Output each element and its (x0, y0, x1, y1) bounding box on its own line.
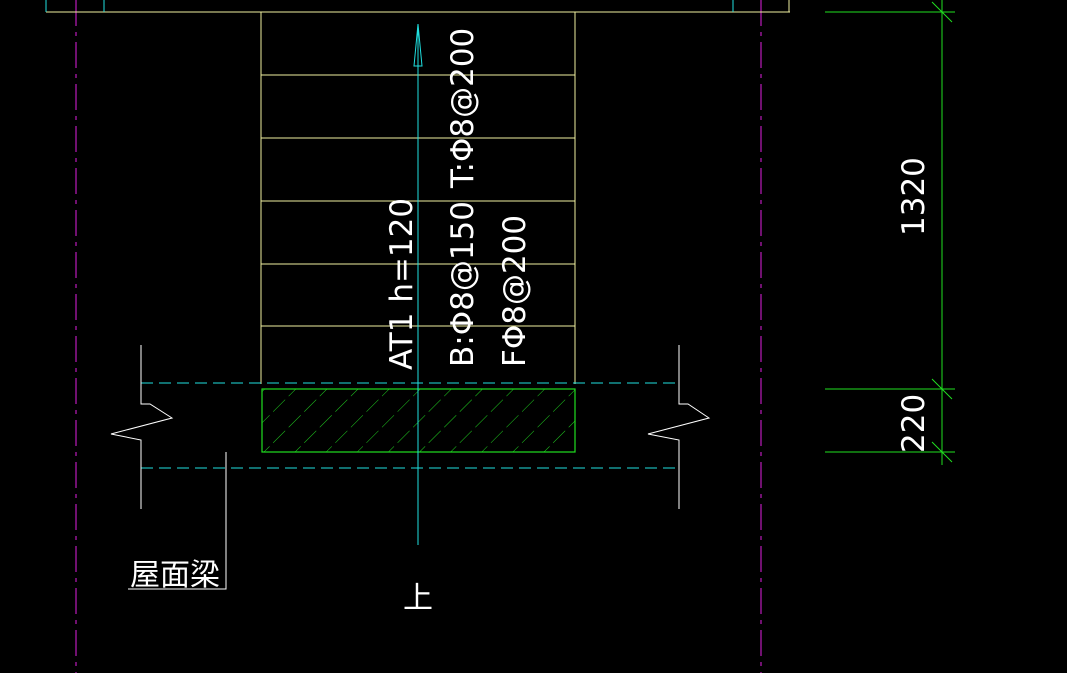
up-arrow-icon (413, 23, 423, 67)
dimension-tick (931, 378, 953, 400)
axis-lines (75, 0, 762, 673)
break-line-left (110, 345, 174, 509)
stair-direction-line (413, 23, 423, 545)
break-lines (110, 345, 711, 509)
dimension-beam-width: 220 (896, 394, 932, 453)
beam-label: 屋面梁 (130, 558, 220, 593)
bottom-rebar-label: B:Φ8@150 (445, 201, 481, 367)
top-landing (45, 0, 790, 13)
top-rebar-label: T:Φ8@200 (445, 28, 481, 189)
direction-label: 上 (403, 581, 433, 616)
dimension-tick (931, 1, 953, 23)
distribution-rebar-label: FΦ8@200 (497, 215, 533, 367)
beam-leader (128, 452, 227, 590)
dimension-stair-run: 1320 (896, 157, 932, 236)
stair-label: AT1 h=120 (384, 198, 420, 370)
dimension-tick (931, 441, 953, 463)
break-line-right (647, 345, 711, 509)
dimension-lines (825, 0, 955, 465)
